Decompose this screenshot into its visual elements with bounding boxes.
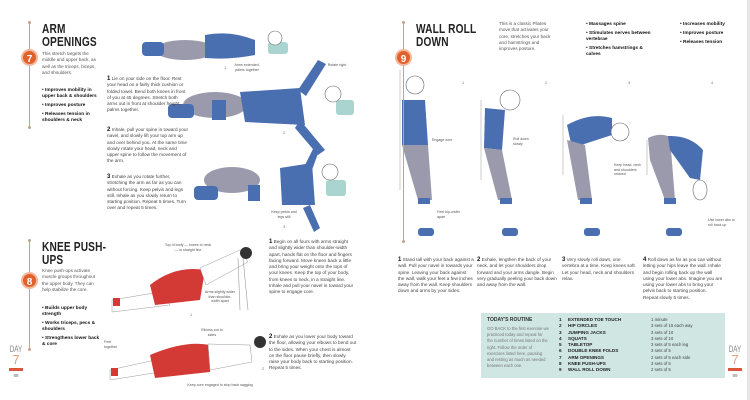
exercise-title: KNEE PUSH-UPS <box>42 239 107 267</box>
routine-item-sets: 2 sets of 5 each side <box>651 354 691 360</box>
exercise-number-badge: 8 <box>21 272 38 289</box>
step-3: 3 Very slowly roll down, one vertebra at… <box>562 257 636 281</box>
benefit-item: • Releases tension <box>680 40 723 45</box>
section-line <box>402 21 405 243</box>
step-1: 1 Lie on your side on the floor. Rest yo… <box>107 76 186 113</box>
figure-number: 2 <box>283 130 286 135</box>
step-2: 2 Inhale, pull your spine in toward your… <box>107 127 189 164</box>
figure-label: Elbows out to sides <box>201 328 223 337</box>
figure-number: 4 <box>711 80 714 85</box>
figure-number: 3 <box>283 224 286 229</box>
routine-item-sets: 3 sets of 10 <box>651 335 674 341</box>
figure-label: Keep core engaged to stop back sagging <box>187 383 253 387</box>
routine-item-sets: 2 sets of 5 <box>651 367 671 373</box>
wall-roll-down-figure-1 <box>399 70 434 236</box>
figure-number: 1 <box>224 65 227 70</box>
page-edge <box>747 0 750 400</box>
figure-label: Arms slightly wider than shoulder-width … <box>205 290 235 303</box>
figure-number: 2 <box>545 80 548 85</box>
page-number: 88 <box>13 373 19 378</box>
figure-label: Rotate right <box>327 63 347 67</box>
routine-item-sets: 3 sets of 10 <box>651 329 674 335</box>
exercise-number-badge: 9 <box>395 49 412 66</box>
benefits-list: • Builds upper body strength • Works tri… <box>42 306 100 351</box>
routine-title: TODAY'S ROUTINE <box>487 317 533 323</box>
routine-item-sets: 3 sets of 5 <box>651 348 671 354</box>
arm-opening-figure-2 <box>168 60 354 155</box>
step-1: 1 Begin on all fours with arms straight … <box>269 239 354 295</box>
figure-number: 2 <box>262 366 265 371</box>
routine-item-sets: 3 sets of 5 each leg <box>651 342 689 348</box>
page-number: 89 <box>732 373 738 378</box>
figure-label: Roll down slowly <box>513 137 529 146</box>
figure-label: Use lower abs to roll back up <box>708 218 735 227</box>
figure-label: Feet together <box>104 340 118 349</box>
figure-number: 1 <box>190 312 193 317</box>
wall-roll-down-figure-2 <box>480 89 521 236</box>
arm-opening-figure-1 <box>142 30 288 60</box>
routine-description: GO BACK to the first exercise we practic… <box>487 326 549 369</box>
step-4: 4 Roll down as far as you can without le… <box>643 257 723 300</box>
step-3: 3 Exhale as you rotate further, stretchi… <box>107 174 186 211</box>
arm-opening-figure-3 <box>194 145 346 232</box>
benefits-list: • Improves mobility in upper back & shou… <box>42 88 102 127</box>
figure-label: Engage core <box>432 138 453 142</box>
benefits-list: • Increases mobility • Improves posture … <box>680 22 740 49</box>
benefit-item: • Works triceps, pecs & shoulders <box>42 321 96 332</box>
exercise-number-badge: 7 <box>21 49 38 66</box>
benefit-item: • Stretches hamstrings & calves <box>586 46 643 57</box>
benefit-item: • Increases mobility <box>680 22 725 27</box>
benefit-item: • Improves posture <box>42 103 86 108</box>
routine-item-sets: 3 sets of 15 each way <box>651 323 693 329</box>
figure-label: Top of body — knees to neck — in straigh… <box>164 243 212 252</box>
exercise-description: Knee push-ups activate muscle groups thr… <box>42 268 96 292</box>
benefits-list: • Massages spine • Stimulates nerves bet… <box>586 22 656 61</box>
figure-label: Keep pelvis and legs still <box>271 210 297 219</box>
benefit-item: • Stimulates nerves between vertebrae <box>586 31 651 42</box>
exercise-description: This stretch targets the middle and uppe… <box>42 51 96 75</box>
step-1: 1 Stand tall with your back against a wa… <box>398 257 474 294</box>
exercise-title: ARM OPENINGS <box>42 21 97 49</box>
step-2: 2 Exhale, lengthen the back of your neck… <box>477 257 557 288</box>
benefit-item: • Releases tension in shoulders & neck <box>42 112 90 123</box>
knee-push-up-figure-2 <box>109 336 266 381</box>
figure-label: Feet hip-width apart <box>437 210 460 219</box>
figure-number: 3 <box>628 80 631 85</box>
benefit-item: • Massages spine <box>586 22 626 27</box>
exercise-description: This is a classic Pilates move that acti… <box>499 21 551 52</box>
wall-roll-down-figure-3 <box>562 115 630 236</box>
section-line <box>28 239 31 351</box>
routine-item-sets: 1 minute <box>651 317 668 322</box>
benefit-item: • Strengthens lower back & core <box>42 336 100 347</box>
figure-number: 1 <box>462 80 465 85</box>
section-line <box>28 21 31 129</box>
benefit-item: • Improves mobility in upper back & shou… <box>42 88 97 99</box>
figure-label: Keep head, neck and shoulders relaxed <box>614 163 641 176</box>
routine-item-sets: 3 sets of 5 <box>651 361 671 367</box>
benefit-item: • Improves posture <box>680 31 724 36</box>
figure-label: Arms extended, palms together <box>234 63 260 72</box>
wall-roll-down-figure-4 <box>646 134 708 236</box>
step-2: 2 Exhale as you lower your body toward t… <box>269 334 357 371</box>
exercise-title: WALL ROLL DOWN <box>416 21 477 49</box>
knee-push-up-figure-1 <box>111 247 252 313</box>
todays-routine-box: TODAY'S ROUTINE GO BACK to the first exe… <box>481 313 725 378</box>
benefit-item: • Builds upper body strength <box>42 306 88 317</box>
